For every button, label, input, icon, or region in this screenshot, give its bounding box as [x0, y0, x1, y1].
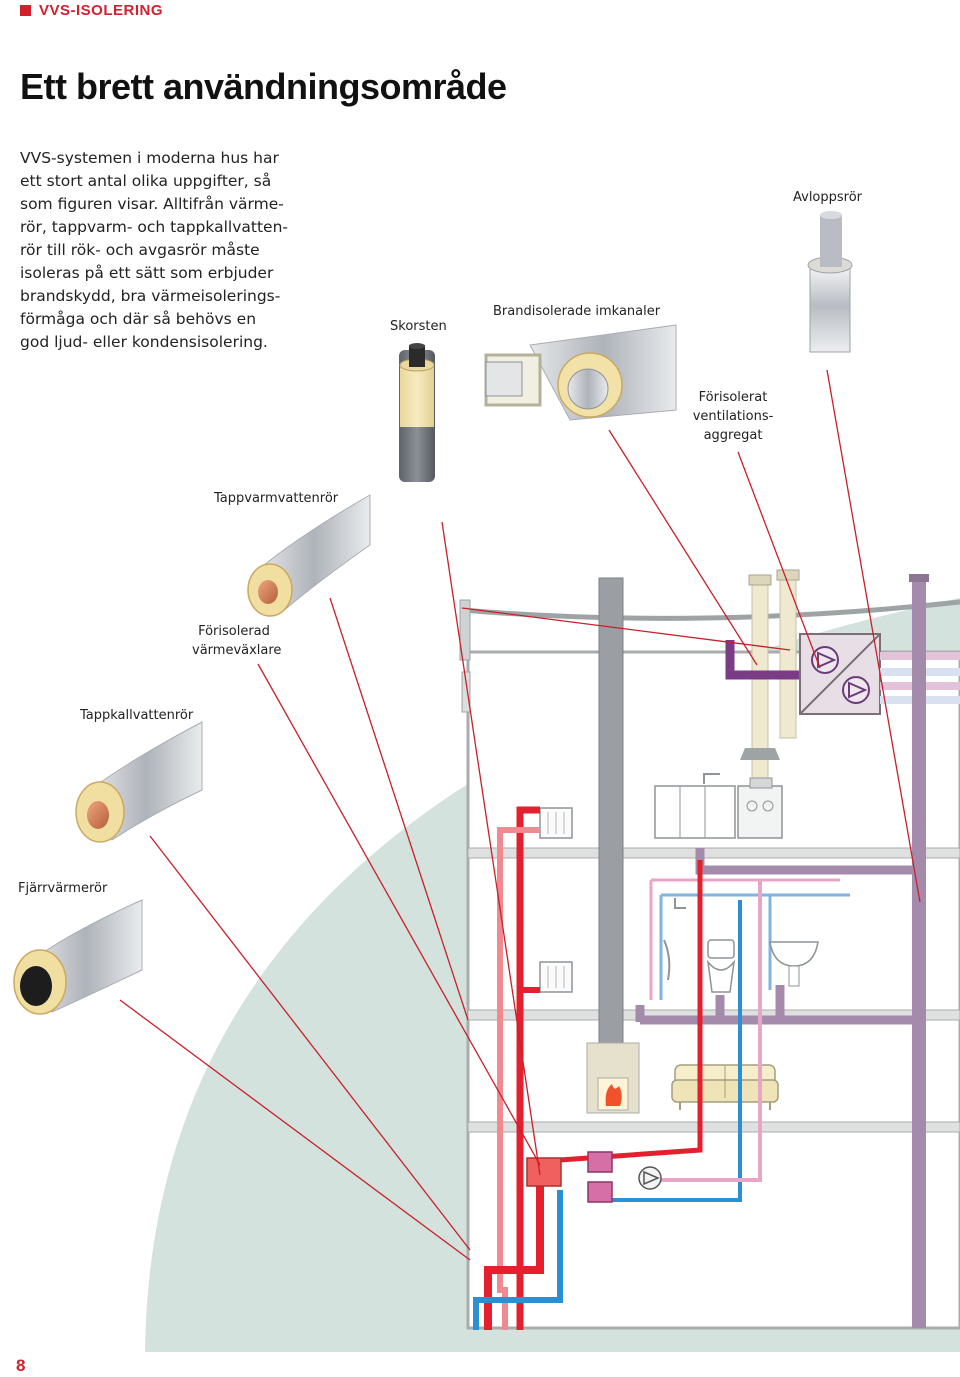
hot-cold-pipes: [473, 806, 762, 1330]
label-varmevaxlare: Förisolerad värmeväxlare: [192, 622, 282, 660]
chimney: [586, 577, 640, 1114]
page-number: 8: [16, 1356, 26, 1375]
page-title: Ett brett användningsområde: [20, 66, 507, 107]
intro-line: rör, tappvarm- och tappkallvatten-: [20, 218, 288, 236]
intro-line: rör till rök- och avgasrör måste: [20, 241, 260, 259]
label-line: värmeväxlare: [192, 643, 282, 658]
waste-pipes: [635, 574, 929, 1328]
label-line: ventilations-: [692, 409, 774, 424]
label-avloppsror: Avloppsrör: [793, 190, 863, 205]
label-skorsten: Skorsten: [390, 319, 447, 334]
pipe-sample-tappvarm: [247, 494, 371, 617]
intro-line: isoleras på ett sätt som erbjuder: [20, 264, 274, 282]
intro-line: förmåga och där så behövs en: [20, 310, 257, 328]
label-tappvarm: Tappvarmvattenrör: [214, 491, 339, 506]
label-line: Förisolerat: [698, 390, 768, 405]
intro-line: som figuren visar. Alltifrån värme-: [20, 195, 284, 213]
leader-lines: [119, 369, 921, 1261]
intro-line: god ljud- eller kondensisolering.: [20, 333, 268, 351]
label-ventilationsaggregat: Förisolerat ventilations- aggregat: [690, 388, 776, 445]
section-label: VVS-ISOLERING: [39, 1, 164, 19]
section-tag: VVS-ISOLERING: [20, 0, 163, 20]
pipe-sample-imkanaler: [484, 324, 677, 421]
pipe-sample-fjarrvarme: [13, 899, 143, 1015]
intro-line: ett stort antal olika uppgifter, så: [20, 172, 272, 190]
section-square-icon: [20, 4, 31, 16]
radiators: [539, 807, 573, 993]
pipe-sample-avloppsror: [807, 211, 853, 353]
intro-line: VVS-systemen i moderna hus har: [20, 149, 279, 167]
label-tappkall: Tappkallvattenrör: [80, 708, 194, 723]
pipe-sample-skorsten: [399, 343, 435, 482]
label-line: Förisolerad: [198, 624, 270, 639]
label-imkanaler: Brandisolerade imkanaler: [493, 304, 661, 319]
label-fjarrvarme: Fjärrvärmerör: [18, 881, 108, 896]
intro-paragraph: VVS-systemen i moderna hus har ett stort…: [20, 147, 290, 354]
intro-line: brandskydd, bra värmeisolerings-: [20, 287, 281, 305]
pipe-sample-tappkall: [75, 721, 203, 843]
kitchen: [654, 773, 783, 839]
label-line: aggregat: [703, 428, 763, 443]
